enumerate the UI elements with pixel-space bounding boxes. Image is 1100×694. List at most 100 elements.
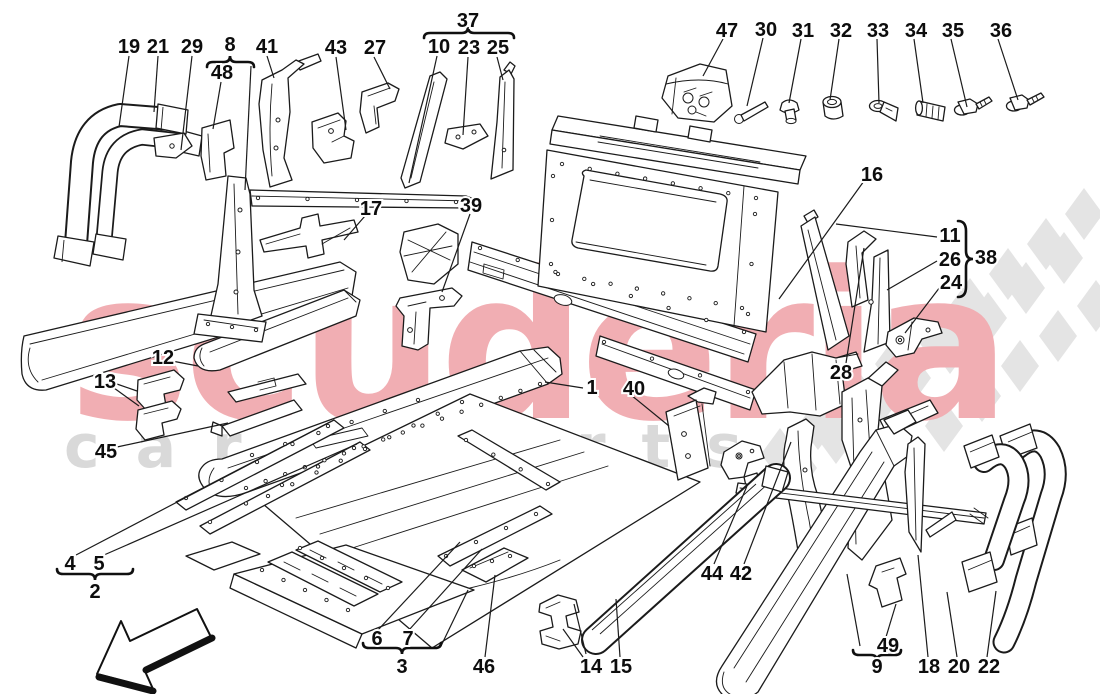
leader-4 <box>75 421 331 556</box>
callout-18[interactable]: 18 <box>916 654 942 680</box>
part-41-drawing <box>258 53 322 188</box>
leader-31 <box>788 38 802 104</box>
callout-12[interactable]: 12 <box>150 345 176 371</box>
callout-11[interactable]: 11 <box>937 223 962 249</box>
leader-47 <box>702 38 724 77</box>
part-16-drawing <box>537 115 807 333</box>
callout-49[interactable]: 49 <box>875 633 901 659</box>
leader-14 <box>573 603 587 655</box>
callout-19[interactable]: 19 <box>116 34 142 60</box>
callout-10[interactable]: 10 <box>426 34 452 60</box>
leader-16 <box>778 180 865 300</box>
leader-19 <box>118 55 130 128</box>
callout-32[interactable]: 32 <box>828 18 854 44</box>
direction-arrow-icon <box>95 608 216 694</box>
callout-38[interactable]: 38 <box>973 245 999 271</box>
callout-16[interactable]: 16 <box>859 162 885 188</box>
leader-26 <box>886 260 938 291</box>
callout-8[interactable]: 8 <box>222 32 237 58</box>
callout-33[interactable]: 33 <box>865 18 891 44</box>
part-17-drawing <box>259 213 359 259</box>
part-48-drawing <box>200 119 235 181</box>
callout-42[interactable]: 42 <box>728 561 754 587</box>
leader-14 <box>562 628 584 658</box>
part-24-drawing <box>885 317 943 358</box>
part-30-drawing <box>734 101 769 124</box>
callout-17[interactable]: 17 <box>358 196 384 222</box>
leader-17 <box>343 215 366 241</box>
leader-3 <box>440 589 469 647</box>
part-10-drawing <box>400 71 448 189</box>
callout-7[interactable]: 7 <box>400 626 415 652</box>
leader-32 <box>829 38 840 101</box>
callout-21[interactable]: 21 <box>145 34 171 60</box>
leader-49 <box>885 603 897 638</box>
callout-3[interactable]: 3 <box>394 654 409 680</box>
callout-2[interactable]: 2 <box>87 579 102 605</box>
callout-9[interactable]: 9 <box>869 654 884 680</box>
leader-12 <box>171 360 199 367</box>
callout-28[interactable]: 28 <box>828 360 854 386</box>
callout-44[interactable]: 44 <box>699 561 726 587</box>
callout-22[interactable]: 22 <box>976 654 1002 680</box>
callout-6[interactable]: 6 <box>369 626 384 652</box>
part-31-drawing <box>779 99 800 125</box>
callout-24[interactable]: 24 <box>938 270 965 296</box>
callout-31[interactable]: 31 <box>790 18 816 44</box>
leader-25 <box>496 56 504 81</box>
part-12-drawing <box>193 289 361 372</box>
callout-45[interactable]: 45 <box>93 439 119 465</box>
leader-46 <box>484 574 496 658</box>
part-23-drawing <box>444 123 489 150</box>
leader-30 <box>746 37 764 107</box>
callout-29[interactable]: 29 <box>179 34 205 60</box>
callout-30[interactable]: 30 <box>753 17 779 43</box>
callout-47[interactable]: 47 <box>714 18 740 44</box>
part-3-rails-drawing <box>437 429 561 567</box>
callout-43[interactable]: 43 <box>323 35 349 61</box>
part-14-drawing <box>538 594 582 650</box>
callout-15[interactable]: 15 <box>608 654 634 680</box>
callout-20[interactable]: 20 <box>946 654 972 680</box>
leader-23 <box>462 56 469 136</box>
part-25-drawing <box>490 61 516 180</box>
part-29-drawing <box>153 132 193 159</box>
callout-39[interactable]: 39 <box>458 193 484 219</box>
callout-26[interactable]: 26 <box>937 247 963 273</box>
part-34-drawing <box>914 100 946 122</box>
callout-13[interactable]: 13 <box>92 369 118 395</box>
callout-5[interactable]: 5 <box>91 551 106 577</box>
callout-27[interactable]: 27 <box>362 35 388 61</box>
group-bracket-37 <box>422 26 516 40</box>
callout-48[interactable]: 48 <box>209 60 235 86</box>
callout-46[interactable]: 46 <box>471 654 497 680</box>
callout-25[interactable]: 25 <box>485 35 511 61</box>
callout-41[interactable]: 41 <box>254 34 280 60</box>
leader-6 <box>377 541 461 631</box>
part-49-drawing <box>868 557 907 608</box>
leader-34 <box>913 38 924 104</box>
callout-40[interactable]: 40 <box>621 376 647 402</box>
part-32-drawing <box>822 95 844 120</box>
part-39-drawing <box>395 223 463 351</box>
leader-7 <box>408 548 483 631</box>
leader-24 <box>904 286 941 334</box>
part-front-floor-panel-drawing <box>185 540 475 649</box>
leader-13 <box>113 387 140 407</box>
leader-29 <box>180 55 193 151</box>
leader-13 <box>113 382 138 392</box>
callout-14[interactable]: 14 <box>578 654 605 680</box>
leader-21 <box>153 55 159 113</box>
callout-4[interactable]: 4 <box>62 551 78 577</box>
callout-37[interactable]: 37 <box>455 8 481 34</box>
leader-41 <box>266 55 275 79</box>
callout-36[interactable]: 36 <box>988 18 1014 44</box>
part-27-drawing <box>359 82 400 134</box>
callout-1[interactable]: 1 <box>584 375 599 401</box>
leader-27 <box>373 56 391 90</box>
part-26-drawing <box>863 249 891 353</box>
callout-23[interactable]: 23 <box>456 35 482 61</box>
leader-43 <box>335 56 347 131</box>
callout-34[interactable]: 34 <box>903 18 930 44</box>
callout-35[interactable]: 35 <box>940 18 966 44</box>
